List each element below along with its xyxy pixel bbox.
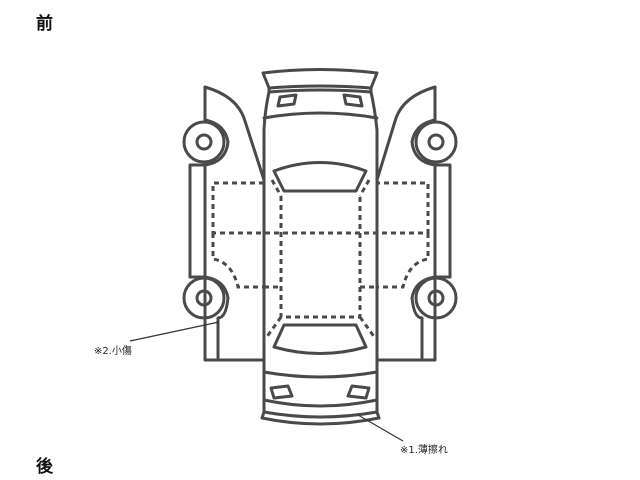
right-rear-wheel[interactable] xyxy=(414,276,458,320)
front-label: 前 xyxy=(36,14,53,34)
right-front-wheel[interactable] xyxy=(414,120,458,164)
car-body[interactable] xyxy=(260,68,381,426)
right-taillight xyxy=(346,384,371,400)
annotation-small-scratch: ※2.小傷 xyxy=(94,346,132,357)
note-1-leader xyxy=(357,414,404,442)
right-side-panel[interactable] xyxy=(375,85,452,362)
rear-label: 後 xyxy=(36,457,53,477)
left-front-wheel[interactable] xyxy=(182,120,226,164)
note-2-leader xyxy=(129,321,220,342)
front-bumper[interactable] xyxy=(261,68,379,90)
left-headlight xyxy=(276,93,298,108)
annotation-light-scuff: ※1.薄擦れ xyxy=(400,445,448,456)
left-taillight xyxy=(269,384,294,400)
rear-windshield[interactable] xyxy=(272,323,368,355)
left-rear-wheel[interactable] xyxy=(182,276,226,320)
panel-divisions xyxy=(211,179,430,339)
right-headlight xyxy=(342,93,364,108)
front-windshield[interactable] xyxy=(272,161,368,193)
rear-bumper[interactable] xyxy=(262,398,379,419)
